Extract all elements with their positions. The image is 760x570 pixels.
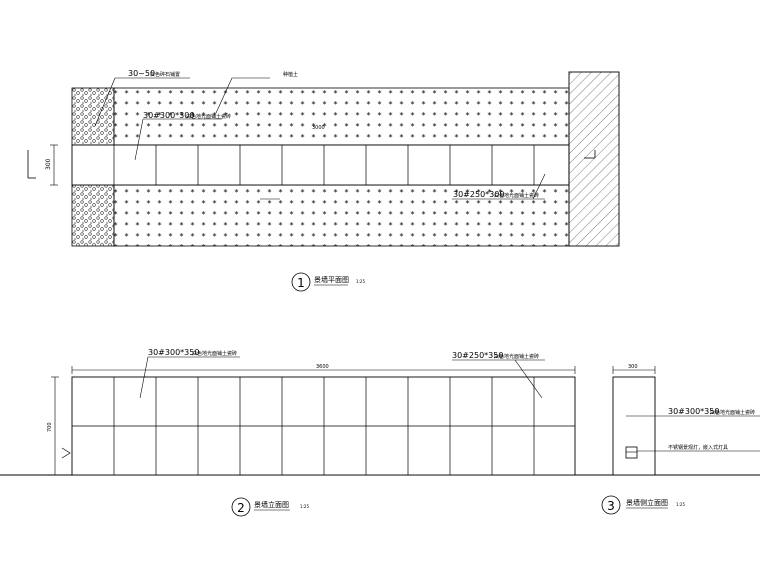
callout-block2: 30#250*300 xyxy=(453,190,504,199)
gravel-top xyxy=(71,87,115,146)
plan-title-scale: 1:25 xyxy=(356,279,365,284)
front-callout-right-note: 白色地光面铺土瓷砖 xyxy=(494,353,539,360)
front-dim-total: 3600 xyxy=(316,364,329,370)
plan-dim-300: 300 xyxy=(45,158,52,170)
wall-dividers xyxy=(113,145,535,185)
front-callout-left: 30#300*350 xyxy=(148,348,199,357)
planting-bottom xyxy=(113,184,570,247)
callout-block-note: 白色地光面铺土瓷砖 xyxy=(186,113,231,120)
side-title-scale: 1:25 xyxy=(676,502,685,507)
callout-soil: 种植土 xyxy=(283,71,298,78)
light-fixture xyxy=(625,446,638,459)
callout-block2-note: 白色地光面铺土瓷砖 xyxy=(494,192,539,199)
front-title: 景墙立面图 xyxy=(254,500,289,509)
front-dim-height: 700 xyxy=(47,422,53,432)
plan-inner-dim: 3000 xyxy=(312,125,325,131)
front-callout-right: 30#250*350 xyxy=(452,351,503,360)
plan-title-number: 1 xyxy=(297,276,305,290)
planting-top xyxy=(113,87,570,146)
side-title: 景墙侧立面图 xyxy=(626,498,668,507)
plan-title: 景墙平面图 xyxy=(314,275,349,284)
gravel-bottom xyxy=(71,184,115,247)
side-callout-top: 30#300*350 xyxy=(668,407,719,416)
front-title-number: 2 xyxy=(237,501,245,515)
front-wall-dividers xyxy=(113,377,535,475)
callout-block: 30#300*300 xyxy=(143,111,194,120)
side-callout-light: 不锈钢景观灯，嵌入式灯具 xyxy=(668,444,728,451)
side-callout-top-note: 白色地光面铺土瓷砖 xyxy=(710,409,755,416)
wall-strip xyxy=(71,144,570,186)
plan-view: 300 30~50 灰色碎石铺置 种植土 30#300*300 白色地光面铺土瓷… xyxy=(27,69,620,292)
callout-gravel: 30~50 xyxy=(128,69,155,78)
hatched-wall xyxy=(568,71,620,247)
front-title-scale: 1:25 xyxy=(300,504,309,509)
callout-gravel-note: 灰色碎石铺置 xyxy=(150,71,180,78)
side-dim-width: 300 xyxy=(628,364,638,370)
side-elevation: 300 30#300*350 白色地光面铺土瓷砖 不锈钢景观灯，嵌入式灯具 3 … xyxy=(601,364,760,515)
front-callout-left-note: 白色地光面铺土瓷砖 xyxy=(192,350,237,357)
side-title-number: 3 xyxy=(607,499,615,513)
front-elevation: 3600 700 30#300*350 白色地光面铺土瓷砖 30#250*350… xyxy=(0,348,760,517)
side-wall xyxy=(612,376,656,476)
